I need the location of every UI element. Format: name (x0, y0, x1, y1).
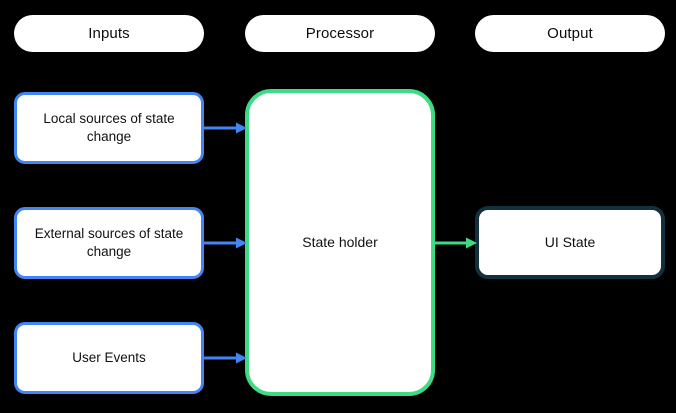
arrow-local-to-state-holder (203, 121, 248, 135)
arrow-external-to-state-holder (203, 236, 248, 250)
input-box-user-events: User Events (14, 322, 204, 394)
column-header-output: Output (475, 15, 665, 52)
column-header-inputs: Inputs (14, 15, 204, 52)
output-box-ui-state: UI State (475, 206, 665, 279)
input-box-external-sources: External sources of state change (14, 207, 204, 279)
arrow-state-holder-to-ui-state (433, 236, 478, 250)
arrow-user-events-to-state-holder (203, 351, 248, 365)
input-box-local-sources: Local sources of state change (14, 92, 204, 164)
column-header-processor: Processor (245, 15, 435, 52)
processor-box-state-holder: State holder (245, 89, 435, 396)
